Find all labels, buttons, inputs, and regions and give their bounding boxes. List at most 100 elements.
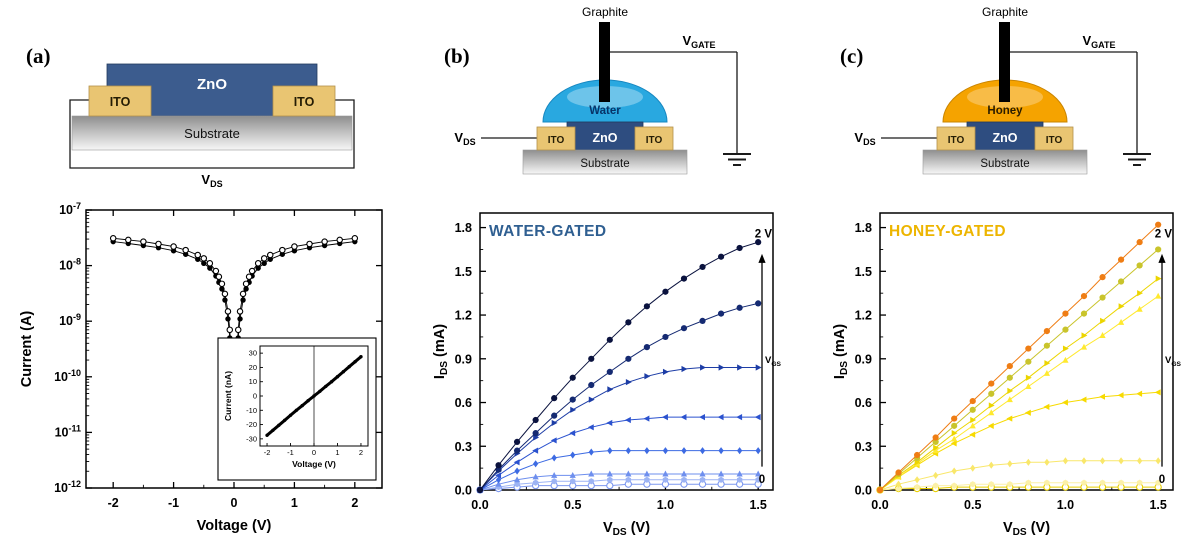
panel-b-label: (b) bbox=[444, 44, 470, 68]
svg-text:2 V: 2 V bbox=[1155, 228, 1173, 240]
svg-text:0: 0 bbox=[759, 474, 765, 486]
svg-text:-2: -2 bbox=[264, 448, 271, 457]
vgate-label: VGATE bbox=[682, 33, 715, 50]
ito-left-label: ITO bbox=[548, 135, 565, 146]
svg-text:0.9: 0.9 bbox=[455, 352, 472, 366]
svg-text:0: 0 bbox=[231, 496, 238, 510]
svg-text:1.5: 1.5 bbox=[855, 265, 872, 279]
svg-text:Voltage (V): Voltage (V) bbox=[197, 518, 272, 534]
svg-text:0.6: 0.6 bbox=[455, 396, 472, 410]
svg-text:10-8: 10-8 bbox=[59, 257, 81, 273]
series-curve-2 bbox=[876, 246, 1162, 494]
svg-text:IDS (mA): IDS (mA) bbox=[832, 324, 850, 379]
graphite-label: Graphite bbox=[582, 5, 628, 19]
svg-text:1.5: 1.5 bbox=[749, 498, 766, 512]
svg-text:-1: -1 bbox=[287, 448, 294, 457]
svg-text:0.9: 0.9 bbox=[855, 352, 872, 366]
svg-text:0.5: 0.5 bbox=[564, 498, 581, 512]
svg-text:1: 1 bbox=[335, 448, 339, 457]
graphite-rod bbox=[999, 22, 1010, 102]
svg-text:-2: -2 bbox=[108, 496, 119, 510]
ito-electrode-right bbox=[1034, 126, 1074, 151]
svg-text:0.5: 0.5 bbox=[964, 498, 981, 512]
ito-electrode-right bbox=[634, 126, 674, 151]
svg-text:0: 0 bbox=[253, 392, 257, 401]
vgate-label: VGATE bbox=[1082, 33, 1115, 50]
svg-text:-1: -1 bbox=[168, 496, 179, 510]
svg-text:VDS (V): VDS (V) bbox=[603, 520, 650, 538]
svg-text:0.0: 0.0 bbox=[855, 484, 872, 498]
substrate bbox=[71, 115, 353, 151]
svg-text:10-7: 10-7 bbox=[59, 201, 81, 217]
svg-text:0: 0 bbox=[312, 448, 316, 457]
svg-text:Voltage (V): Voltage (V) bbox=[292, 459, 336, 469]
svg-text:10-12: 10-12 bbox=[54, 479, 81, 495]
svg-text:0: 0 bbox=[1159, 474, 1165, 486]
substrate bbox=[922, 149, 1088, 175]
zno-layer bbox=[566, 121, 644, 151]
device-schematic-honey-gated: Graphite VDS VGATE Honey ZnO ITO ITO Sub… bbox=[854, 5, 1151, 175]
gate-voltage-annotation: 2 V VGS 0 bbox=[1155, 228, 1182, 485]
liquid-label: Honey bbox=[987, 105, 1023, 117]
series-curve-7 bbox=[877, 479, 1161, 494]
ground-icon bbox=[1123, 153, 1151, 166]
svg-text:-10: -10 bbox=[246, 406, 257, 415]
svg-text:10-9: 10-9 bbox=[59, 312, 81, 328]
chart-title: HONEY-GATED bbox=[889, 223, 1006, 240]
panel-c-label: (c) bbox=[840, 44, 864, 68]
device-schematic-water-gated: Graphite VDS VGATE Water ZnO ITO ITO Sub… bbox=[454, 5, 751, 175]
substrate-label: Substrate bbox=[580, 158, 629, 170]
panel-b: (b) Graphite VDS VGATE Water ZnO ITO ITO bbox=[400, 0, 800, 542]
svg-text:10-11: 10-11 bbox=[55, 423, 81, 439]
svg-text:0.0: 0.0 bbox=[455, 484, 472, 498]
svg-text:2: 2 bbox=[351, 496, 358, 510]
vds-label: VDS bbox=[854, 130, 875, 147]
ito-left-label: ITO bbox=[110, 95, 131, 109]
svg-text:20: 20 bbox=[249, 363, 257, 372]
svg-text:1.8: 1.8 bbox=[855, 221, 872, 235]
svg-text:1: 1 bbox=[291, 496, 298, 510]
svg-text:0.6: 0.6 bbox=[855, 396, 872, 410]
panel-c: (c) Graphite VDS VGATE Honey ZnO ITO ITO bbox=[800, 0, 1200, 542]
series-curve-5 bbox=[876, 389, 1161, 494]
svg-text:1.5: 1.5 bbox=[455, 265, 472, 279]
series-curve-6 bbox=[877, 457, 1161, 494]
series-curve-1 bbox=[476, 239, 762, 494]
vds-label: VDS bbox=[201, 172, 222, 189]
svg-text:1.2: 1.2 bbox=[455, 309, 472, 323]
svg-text:1.0: 1.0 bbox=[657, 498, 674, 512]
svg-text:30: 30 bbox=[249, 349, 257, 358]
vds-wire bbox=[69, 99, 355, 169]
panel-a-label: (a) bbox=[26, 44, 51, 68]
ito-right-label: ITO bbox=[1046, 135, 1063, 146]
svg-text:0.0: 0.0 bbox=[471, 498, 488, 512]
svg-text:-30: -30 bbox=[246, 434, 257, 443]
zno-label: ZnO bbox=[993, 131, 1018, 145]
zno-label: ZnO bbox=[593, 131, 618, 145]
ito-electrode-left bbox=[936, 126, 976, 151]
graphite-rod bbox=[599, 22, 610, 102]
svg-text:VGS: VGS bbox=[1165, 355, 1182, 368]
liquid-label: Water bbox=[589, 105, 621, 117]
chart-title: WATER-GATED bbox=[489, 223, 606, 240]
ito-right-label: ITO bbox=[646, 135, 663, 146]
svg-text:0.3: 0.3 bbox=[455, 440, 472, 454]
svg-text:1.0: 1.0 bbox=[1057, 498, 1074, 512]
series-curve-1 bbox=[876, 221, 1162, 494]
ito-electrode-left bbox=[536, 126, 576, 151]
series-curve-7 bbox=[477, 476, 761, 494]
zno-label: ZnO bbox=[197, 76, 227, 93]
ito-electrode-right bbox=[272, 85, 336, 117]
vds-label: VDS bbox=[454, 130, 475, 147]
svg-text:VDS (V): VDS (V) bbox=[1003, 520, 1050, 538]
svg-text:IDS (mA): IDS (mA) bbox=[432, 324, 450, 379]
svg-text:0.3: 0.3 bbox=[855, 440, 872, 454]
